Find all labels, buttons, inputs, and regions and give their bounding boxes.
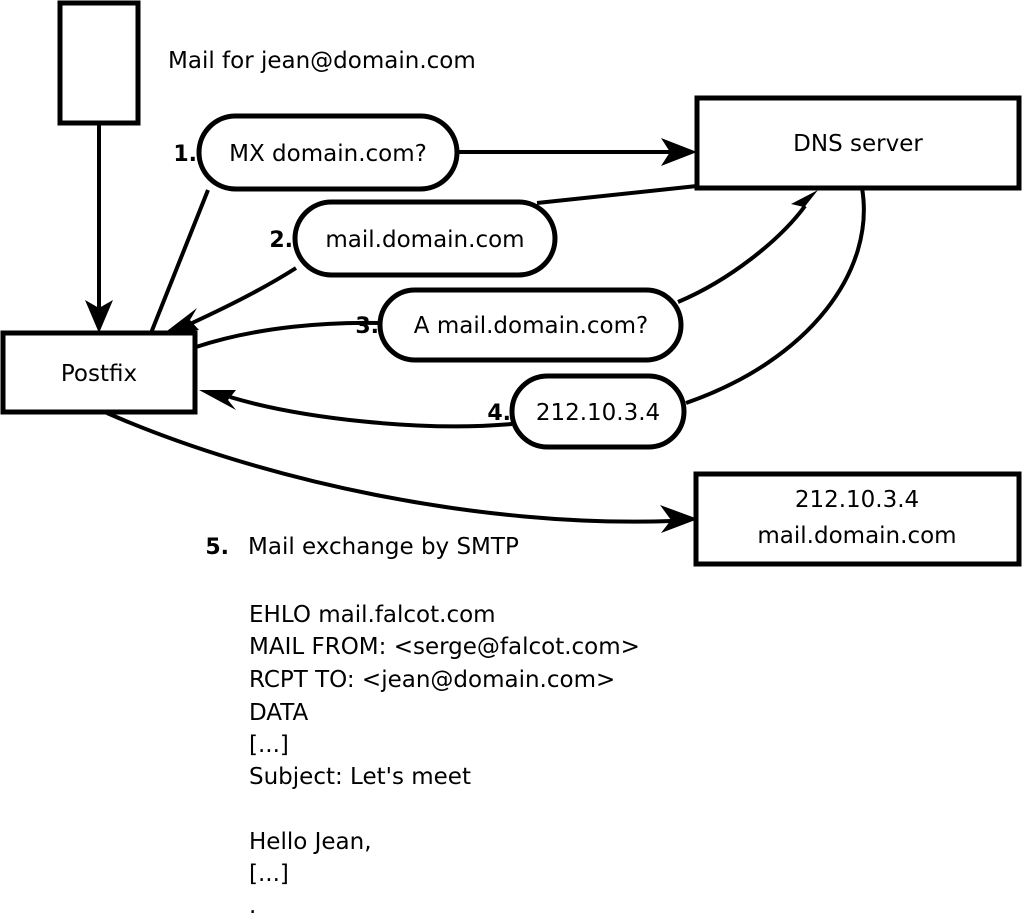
smtp-line-2: MAIL FROM: <serge@falcot.com> bbox=[249, 634, 640, 660]
smtp-line-3: RCPT TO: <jean@domain.com> bbox=[249, 667, 615, 693]
connector-postfix-to-target bbox=[106, 411, 673, 524]
connector-dns-to-step4-bubble bbox=[685, 187, 866, 405]
connector-step3-to-dns bbox=[677, 204, 807, 304]
step-number-5: 5. bbox=[205, 535, 229, 560]
arrowhead-step3-to-dns bbox=[791, 190, 818, 219]
node-target-box bbox=[693, 471, 1022, 567]
step-bubble-1 bbox=[196, 113, 460, 192]
connector-postfix-to-step1-bubble bbox=[149, 189, 210, 334]
step-number-4: 4. bbox=[487, 401, 511, 426]
connector-dns-to-step2-bubble bbox=[536, 184, 698, 205]
node-target-line2: mail.domain.com bbox=[757, 523, 956, 549]
arrowhead-postfix-to-target bbox=[660, 505, 698, 533]
diagram-title: Mail for jean@domain.com bbox=[168, 48, 476, 74]
smtp-line-5: [...] bbox=[249, 732, 289, 758]
step-bubble-3-label: A mail.domain.com? bbox=[414, 313, 648, 339]
node-dns-label: DNS server bbox=[793, 131, 923, 157]
step-5-label: Mail exchange by SMTP bbox=[248, 534, 519, 560]
connector-step2-to-postfix bbox=[189, 266, 298, 326]
step-number-2: 2. bbox=[269, 228, 293, 253]
smtp-line-8: Hello Jean, bbox=[249, 829, 372, 855]
node-sender-box bbox=[57, 0, 141, 126]
node-postfix-box bbox=[0, 330, 198, 415]
arrowhead-step4-to-postfix bbox=[199, 390, 236, 410]
arrowhead-step1-to-dns bbox=[661, 138, 697, 166]
connector-postfix-to-step3-bubble bbox=[195, 320, 381, 349]
smtp-line-6: Subject: Let's meet bbox=[249, 764, 471, 790]
step-bubble-4 bbox=[509, 373, 687, 450]
smtp-line-1: EHLO mail.falcot.com bbox=[249, 602, 496, 628]
step-number-1: 1. bbox=[173, 142, 197, 167]
step-bubble-4-label: 212.10.3.4 bbox=[536, 400, 660, 426]
node-target-line1: 212.10.3.4 bbox=[795, 487, 919, 513]
step-bubble-1-label: MX domain.com? bbox=[229, 141, 427, 167]
smtp-line-9: [...] bbox=[249, 861, 289, 887]
arrowhead-sender-to-postfix bbox=[85, 300, 113, 333]
node-dns-box bbox=[694, 95, 1022, 191]
node-postfix-label: Postfix bbox=[61, 361, 137, 387]
step-bubble-3 bbox=[377, 287, 684, 363]
step-bubble-2 bbox=[292, 199, 558, 278]
smtp-line-10: . bbox=[249, 893, 256, 919]
connector-step4-to-postfix bbox=[229, 395, 513, 429]
smtp-line-4: DATA bbox=[249, 700, 309, 726]
step-bubble-2-label: mail.domain.com bbox=[325, 227, 524, 253]
step-number-3: 3. bbox=[355, 314, 379, 339]
arrowhead-step2-to-postfix bbox=[163, 308, 199, 334]
